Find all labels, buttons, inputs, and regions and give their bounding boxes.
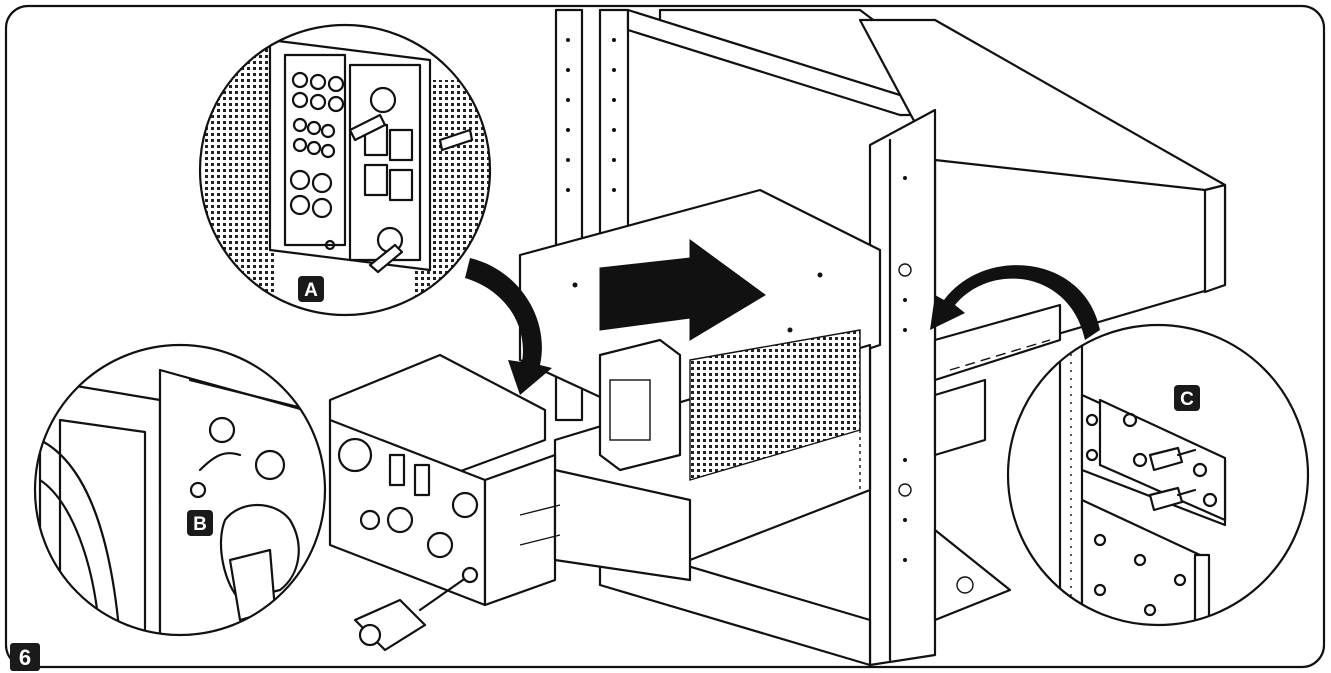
detail-circle-c <box>1006 323 1310 627</box>
arrow-left-icon <box>599 239 766 341</box>
detail-circle-a <box>198 23 492 317</box>
callout-label-a: A <box>304 280 318 301</box>
callout-badge-c: C <box>1174 385 1200 411</box>
detail-circle-b <box>33 343 327 637</box>
bypass-module <box>328 353 692 652</box>
step-number-badge: 6 <box>10 643 40 671</box>
callout-badge-a: A <box>298 276 324 302</box>
step-number: 6 <box>19 645 31 670</box>
callout-badge-b: B <box>187 510 213 536</box>
callout-label-b: B <box>193 514 207 535</box>
rack-frame <box>554 8 1227 667</box>
diagram-frame <box>4 4 1326 669</box>
curved-arrow-icon <box>465 258 1100 395</box>
callout-label-c: C <box>1180 389 1194 410</box>
